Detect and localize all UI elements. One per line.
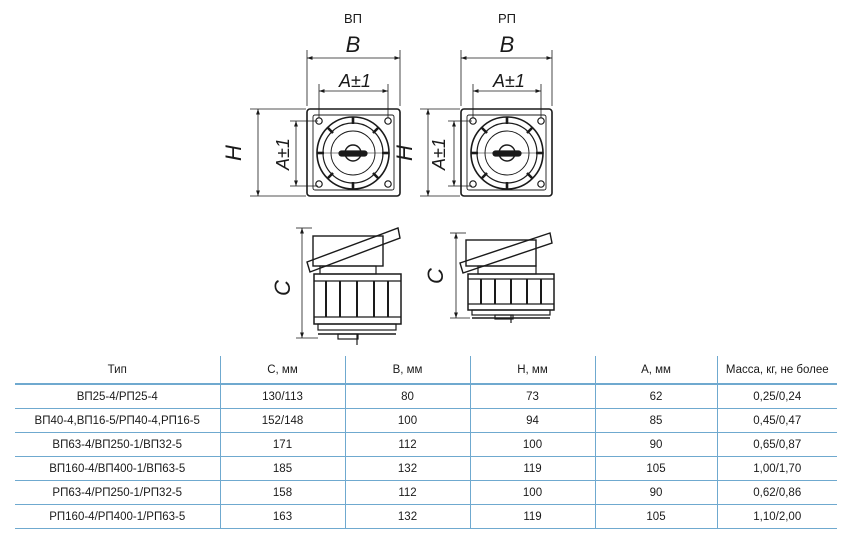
cell-type: ВП160-4/ВП400-1/ВП63-5 — [15, 456, 220, 481]
rp-dim-a-label: A±1 — [492, 71, 525, 91]
spec-table: Тип C, мм B, мм H, мм A, мм Масса, кг, н… — [15, 356, 837, 529]
table-header-row: Тип C, мм B, мм H, мм A, мм Масса, кг, н… — [15, 356, 837, 385]
cell-c: 130/113 — [219, 384, 345, 409]
rp-dim-c-label: C — [423, 268, 448, 284]
cell-b: 132 — [344, 456, 470, 481]
cell-b: 132 — [344, 504, 470, 529]
cell-mass: 0,45/0,47 — [716, 408, 837, 433]
table-row: ВП25-4/РП25-4 130/113 80 73 62 0,25/0,24 — [15, 384, 837, 409]
cell-type: ВП25-4/РП25-4 — [15, 384, 220, 409]
cell-b: 100 — [344, 408, 470, 433]
cell-c: 158 — [219, 480, 345, 505]
rp-title: РП — [498, 11, 516, 26]
cell-c: 185 — [219, 456, 345, 481]
dim-a-vert-label: A±1 — [273, 138, 293, 171]
cell-type: РП63-4/РП250-1/РП32-5 — [15, 480, 220, 505]
table-row: РП160-4/РП400-1/РП63-5 163 132 119 105 1… — [15, 504, 837, 529]
dim-h-label: H — [221, 145, 246, 161]
rp-dim-h-label: H — [392, 145, 417, 161]
vp-title: ВП — [344, 11, 362, 26]
cell-a: 105 — [594, 456, 717, 481]
cell-mass: 1,10/2,00 — [716, 504, 837, 529]
rp-dim-a-vert-label: A±1 — [429, 138, 449, 171]
table-row: ВП63-4/ВП250-1/ВП32-5 171 112 100 90 0,6… — [15, 432, 837, 457]
cell-h: 100 — [469, 480, 595, 505]
cell-type: РП160-4/РП400-1/РП63-5 — [15, 504, 220, 529]
rp-side-view — [450, 232, 555, 323]
header-b: B, мм — [344, 356, 470, 385]
cell-mass: 0,65/0,87 — [716, 432, 837, 457]
cell-b: 112 — [344, 480, 470, 505]
header-type: Тип — [15, 356, 220, 385]
table-row: РП63-4/РП250-1/РП32-5 158 112 100 90 0,6… — [15, 480, 837, 505]
rp-front-view — [420, 50, 553, 197]
cell-a: 90 — [594, 480, 717, 505]
cell-type: ВП63-4/ВП250-1/ВП32-5 — [15, 432, 220, 457]
cell-mass: 0,25/0,24 — [716, 384, 837, 409]
rp-dim-b-label: B — [500, 32, 515, 57]
header-c: C, мм — [219, 356, 345, 385]
cell-h: 119 — [469, 504, 595, 529]
vp-side-view — [296, 227, 402, 345]
cell-c: 171 — [219, 432, 345, 457]
technical-drawing: ВП B A±1 H A±1 РП B A±1 H — [221, 11, 555, 345]
vp-front-view — [250, 50, 401, 197]
table-row: ВП40-4,ВП16-5/РП40-4,РП16-5 152/148 100 … — [15, 408, 837, 433]
cell-a: 62 — [594, 384, 717, 409]
header-a: A, мм — [594, 356, 717, 385]
cell-b: 80 — [344, 384, 470, 409]
table-row: ВП160-4/ВП400-1/ВП63-5 185 132 119 105 1… — [15, 456, 837, 481]
cell-type: ВП40-4,ВП16-5/РП40-4,РП16-5 — [15, 408, 220, 433]
cell-h: 119 — [469, 456, 595, 481]
header-mass: Масса, кг, не более — [716, 356, 837, 385]
cell-b: 112 — [344, 432, 470, 457]
cell-a: 105 — [594, 504, 717, 529]
cell-mass: 0,62/0,86 — [716, 480, 837, 505]
cell-c: 163 — [219, 504, 345, 529]
cell-h: 100 — [469, 432, 595, 457]
header-h: H, мм — [469, 356, 595, 385]
cell-mass: 1,00/1,70 — [716, 456, 837, 481]
cell-a: 85 — [594, 408, 717, 433]
cell-a: 90 — [594, 432, 717, 457]
vp-dim-c-label: C — [270, 280, 295, 296]
cell-c: 152/148 — [219, 408, 345, 433]
dim-a-label: A±1 — [338, 71, 371, 91]
cell-h: 94 — [469, 408, 595, 433]
dim-b-label: B — [346, 32, 361, 57]
cell-h: 73 — [469, 384, 595, 409]
